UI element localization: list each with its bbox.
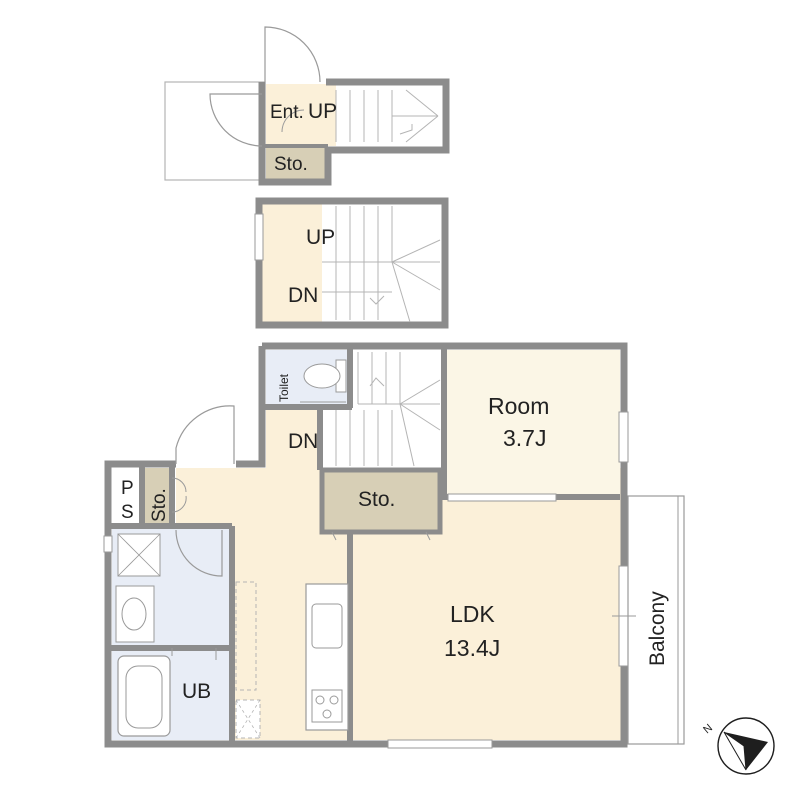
corridor-door-swing: [175, 405, 235, 464]
unit-bath-label: UB: [182, 680, 211, 703]
kitchen-shelf: [235, 581, 257, 691]
main-level: Toilet: [103, 342, 685, 749]
room-floor: [444, 350, 620, 498]
kitchen-stove: [311, 689, 343, 723]
bath-window: [103, 535, 113, 553]
washroom-door-swing: [175, 529, 223, 577]
entry-porch: [164, 81, 266, 181]
ldk-name-label: LDK: [450, 601, 495, 627]
stair-floor-top: [336, 84, 442, 146]
ps-storage-label: Sto.: [149, 488, 170, 522]
toilet-fixture: [300, 359, 347, 403]
entrance-level: Ent. UP Sto.: [164, 26, 450, 186]
stair-floor-main: [350, 350, 444, 466]
main-outer-walls: [104, 342, 628, 748]
entrance-label: Ent.: [270, 102, 304, 123]
entrance-door-swing: [264, 26, 321, 83]
ps-storage-floor: [142, 468, 172, 526]
balcony: [627, 495, 685, 745]
stair-level: UP DN: [254, 197, 449, 329]
ps-floor: [112, 468, 142, 526]
entrance-floor: [266, 84, 336, 146]
compass-north-icon: N: [701, 717, 775, 775]
ldk-storage-label: Sto.: [358, 488, 395, 511]
main-stair-treads: [335, 352, 441, 467]
entrance-up-label: UP: [308, 100, 337, 123]
landing-up-label: UP: [306, 226, 335, 249]
corridor-floor: [266, 404, 322, 472]
entrance-storage: [266, 146, 326, 180]
room-sliding-door: [447, 493, 557, 502]
ldk-size-label: 13.4J: [444, 635, 500, 661]
mid-stair-treads: [322, 206, 441, 323]
pipe-space-label-p: P: [121, 478, 134, 499]
porch-door-swing: [209, 93, 263, 147]
balcony-label: Balcony: [646, 591, 669, 666]
pipe-space-label-s: S: [121, 502, 134, 523]
top-stair-treads: [335, 89, 439, 143]
landing-window: [254, 213, 264, 261]
room-window: [618, 411, 629, 463]
compass-label: N: [701, 722, 715, 736]
ldk-storage: [319, 467, 443, 535]
landing-walls: [255, 197, 449, 329]
landing-down-label: DN: [288, 284, 318, 307]
landing-floor: [262, 204, 322, 322]
room-size-label: 3.7J: [503, 425, 546, 451]
ldk-bottom-window: [387, 739, 493, 749]
toilet-label: Toilet: [277, 373, 291, 402]
entrance-storage-label: Sto.: [274, 154, 308, 175]
main-down-label: DN: [288, 430, 318, 453]
kitchen-sink: [311, 603, 343, 649]
room-name-label: Room: [488, 393, 549, 419]
entrance-walls: [258, 78, 450, 186]
